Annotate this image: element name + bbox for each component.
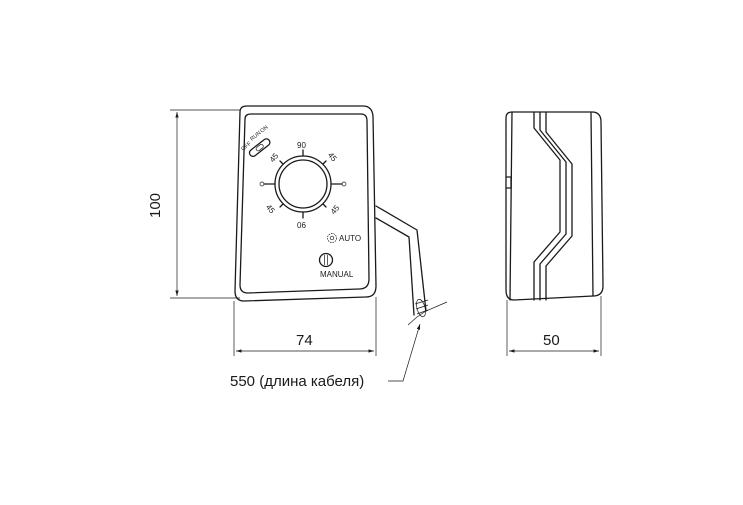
face-outline <box>239 113 370 294</box>
width-value: 74 <box>296 332 313 349</box>
dial-label-top: 90 <box>297 141 306 150</box>
dial-label-bottom: 06 <box>297 221 306 230</box>
gear-icon <box>327 233 337 243</box>
cable <box>375 205 448 326</box>
mode-switch[interactable] <box>248 137 271 157</box>
height-value: 100 <box>147 193 164 218</box>
dimension-height: 100 <box>147 109 240 299</box>
dial-label-lower-right: 45 <box>329 203 342 216</box>
auto-label: AUTO <box>339 234 361 243</box>
front-view: OFF RUN ON 90 06 45 45 45 45 <box>234 105 448 326</box>
side-view <box>505 111 604 301</box>
dial-label-upper-left: 45 <box>268 151 281 164</box>
dial-label-upper-right: 45 <box>326 151 339 164</box>
dial-label-lower-left: 45 <box>264 203 277 216</box>
switch-label-on: ON <box>259 125 269 135</box>
housing-outline <box>234 105 377 302</box>
depth-value: 50 <box>543 332 560 349</box>
dimension-width: 74 <box>233 297 377 356</box>
manual-knob[interactable] <box>318 252 334 268</box>
manual-label: MANUAL <box>320 270 354 279</box>
dimension-cable: 550 (длина кабеля) <box>230 323 421 390</box>
switch-label-off: OFF <box>240 140 253 152</box>
dimension-depth: 50 <box>506 296 602 356</box>
cable-length-value: 550 (длина кабеля) <box>230 373 364 390</box>
timer-dial[interactable] <box>259 149 347 219</box>
side-housing-outline <box>505 111 604 301</box>
